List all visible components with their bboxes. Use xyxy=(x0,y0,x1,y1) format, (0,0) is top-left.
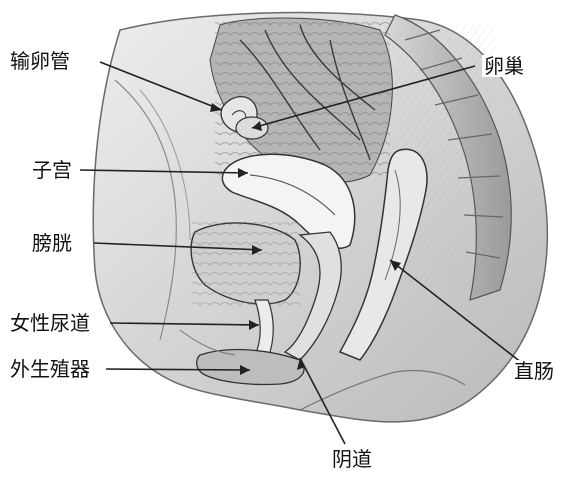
label-uterus: 子宫 xyxy=(30,159,74,181)
leader-vulva xyxy=(106,369,250,370)
label-vulva: 外生殖器 xyxy=(8,358,92,380)
label-ovary: 卵巢 xyxy=(482,55,526,77)
label-bladder: 膀胱 xyxy=(30,232,74,254)
label-fallopian-tube: 输卵管 xyxy=(8,50,72,72)
label-urethra: 女性尿道 xyxy=(8,312,92,334)
label-rectum: 直肠 xyxy=(512,360,556,382)
label-vagina: 阴道 xyxy=(330,448,374,470)
